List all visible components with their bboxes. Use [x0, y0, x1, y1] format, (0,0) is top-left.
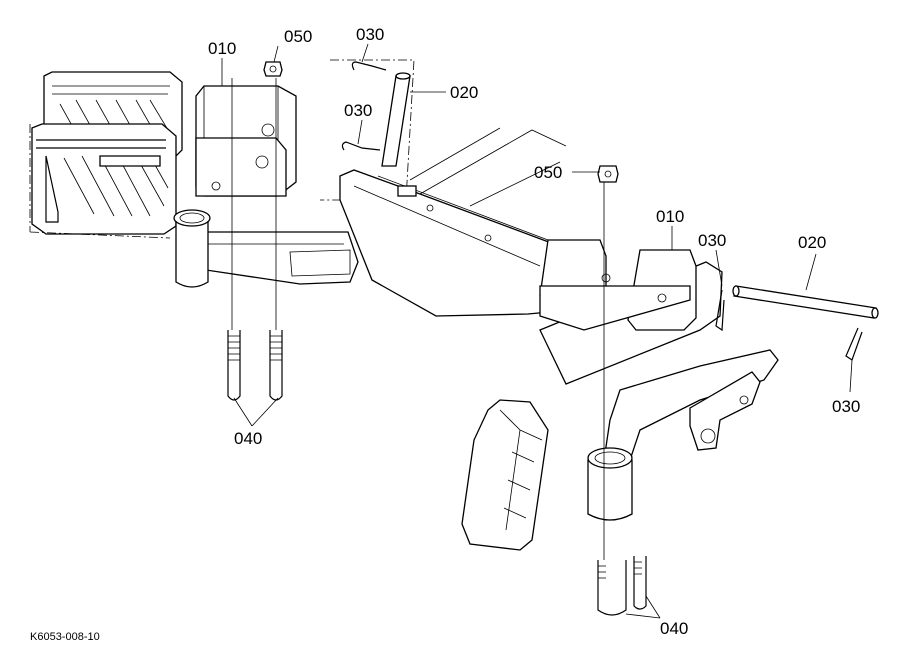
left-u-bolts-040 — [227, 78, 283, 401]
right-pin-020 — [732, 285, 879, 319]
callout-040-right: 040 — [660, 619, 688, 638]
callout-030-left-top: 030 — [356, 25, 384, 44]
left-nut-050 — [263, 61, 283, 77]
callout-020-left: 020 — [450, 83, 478, 102]
left-pin-020 — [381, 72, 411, 167]
callout-050-left: 050 — [284, 27, 312, 46]
callout-020-right: 020 — [798, 233, 826, 252]
callout-leaders — [221, 43, 853, 619]
callout-030-right-top: 030 — [698, 231, 726, 250]
right-swing-arm — [587, 349, 779, 521]
callout-030-left-bottom: 030 — [344, 101, 372, 120]
right-counterweight-block — [461, 399, 549, 551]
left-counterweight-block-front — [29, 123, 177, 239]
right-u-bolt-040 — [597, 182, 647, 616]
left-linchpins-030 — [341, 61, 387, 151]
callout-040-left: 040 — [234, 429, 262, 448]
callout-010-left: 010 — [208, 39, 236, 58]
callout-050-right: 050 — [534, 163, 562, 182]
right-nut-050 — [597, 165, 619, 183]
figure-code: K6053-008-10 — [30, 631, 100, 643]
right-linchpins-030 — [715, 289, 863, 361]
right-bracket-010 — [539, 239, 697, 331]
callout-030-right-bottom: 030 — [832, 397, 860, 416]
left-swing-arm — [173, 209, 359, 288]
left-bracket-010 — [195, 85, 297, 197]
callout-010-right: 010 — [656, 207, 684, 226]
